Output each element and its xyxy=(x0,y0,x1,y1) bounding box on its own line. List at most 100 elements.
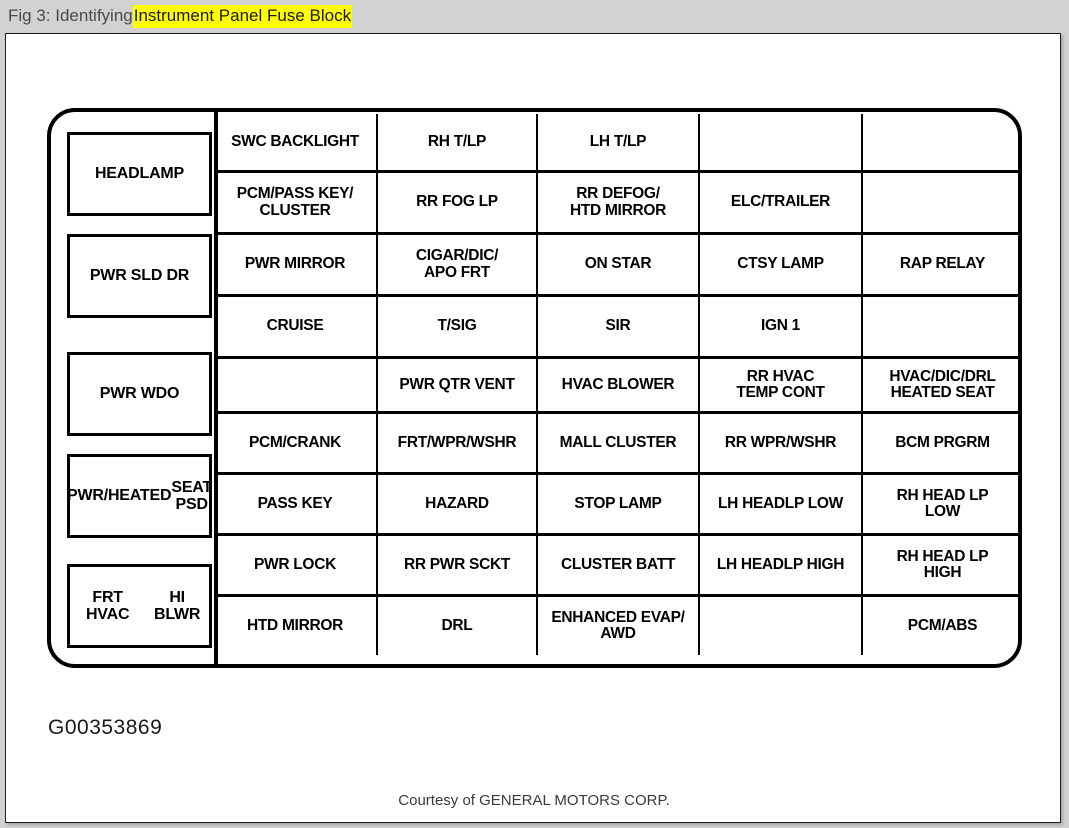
fuse-cell-text: RAP RELAY xyxy=(899,255,986,273)
fuse-cell-line: HEATED SEAT xyxy=(890,384,995,401)
fuse-cell: PCM/ABS xyxy=(861,594,1022,655)
fuse-cell: BCM PRGRM xyxy=(861,411,1022,472)
fuse-cell-line: CRUISE xyxy=(266,317,324,335)
fuse-cell-text: PCM/PASS KEY/CLUSTER xyxy=(236,185,354,219)
fuse-cell-line: HTD MIRROR xyxy=(569,201,667,219)
fuse-cell-line: RR DEFOG/ xyxy=(576,185,660,203)
fuse-cell-line: PCM/PASS KEY/ xyxy=(236,185,354,203)
fuse-cell-text: RR PWR SCKT xyxy=(404,556,510,573)
fuse-cell: MALL CLUSTER xyxy=(536,411,698,472)
relay-label-line: FRT HVAC xyxy=(85,588,130,623)
fuse-cell-text: SWC BACKLIGHT xyxy=(231,133,359,150)
fuse-cell-empty xyxy=(698,114,861,170)
fuse-cell-line: FRT/WPR/WSHR xyxy=(397,433,517,451)
fuse-cell-text: ON STAR xyxy=(584,255,652,273)
fuse-cell: RH T/LP xyxy=(376,114,536,170)
fuse-cell-text: STOP LAMP xyxy=(574,494,662,512)
fuse-cell-text: T/SIG xyxy=(437,317,477,335)
fuse-cell-line: CLUSTER xyxy=(259,201,331,219)
fuse-cell-text: PWR MIRROR xyxy=(245,255,346,272)
fuse-cell: PASS KEY xyxy=(214,472,376,533)
fuse-cell: T/SIG xyxy=(376,294,536,356)
fuse-cell-text: FRT/WPR/WSHR xyxy=(397,433,517,451)
fuse-cell-line: ON STAR xyxy=(584,255,652,273)
fuse-cell-line: RR HVAC xyxy=(746,367,815,385)
fuse-cell-line: CLUSTER BATT xyxy=(560,555,676,573)
fuse-cell: HAZARD xyxy=(376,472,536,533)
fuse-cell-line: HVAC/DIC/DRL xyxy=(889,367,996,385)
fuse-cell-text: CLUSTER BATT xyxy=(560,555,676,573)
relay-grid-divider xyxy=(214,108,218,668)
relay-label-line: HI BLWR xyxy=(153,588,201,623)
fuse-cell-line: CTSY LAMP xyxy=(737,255,824,273)
fuse-cell-line: STOP LAMP xyxy=(574,494,662,512)
fuse-cell-line: AWD xyxy=(600,625,636,642)
fuse-cell-line: RR WPR/WSHR xyxy=(724,433,837,451)
fuse-cell-text: PWR QTR VENT xyxy=(399,376,515,393)
fuse-cell: CTSY LAMP xyxy=(698,232,861,294)
fuse-cell: SIR xyxy=(536,294,698,356)
fuse-cell-line: APO FRT xyxy=(424,263,490,281)
fuse-cell: RR FOG LP xyxy=(376,170,536,232)
fuse-cell-text: PCM/ABS xyxy=(908,617,978,634)
fuse-cell-line: TEMP CONT xyxy=(736,384,825,401)
fuse-cell-line: PCM/CRANK xyxy=(248,433,342,451)
figure-id-label: G00353869 xyxy=(48,716,163,739)
fuse-cell-line: RH HEAD LP xyxy=(896,486,989,504)
fuse-cell: CLUSTER BATT xyxy=(536,533,698,594)
fuse-cell-line: RR FOG LP xyxy=(416,193,498,211)
fuse-cell-empty xyxy=(861,114,1022,170)
fuse-cell-text: SIR xyxy=(606,317,631,334)
relay-label-line: PWR SLD DR xyxy=(89,267,190,285)
fuse-cell-line: CIGAR/DIC/ xyxy=(415,247,499,265)
fuse-cell: HVAC BLOWER xyxy=(536,356,698,411)
fuse-cell: RR WPR/WSHR xyxy=(698,411,861,472)
fuse-cell-line: RH HEAD LP xyxy=(896,547,989,565)
fuse-cell-line: HTD MIRROR xyxy=(246,616,344,634)
fuse-cell-line: BCM PRGRM xyxy=(895,433,990,451)
fuse-cell-text: PWR LOCK xyxy=(254,555,336,573)
fuse-cell-line: LOW xyxy=(924,503,961,520)
fuse-cell-text: ELC/TRAILER xyxy=(730,193,831,211)
fuse-cell-line: MALL CLUSTER xyxy=(559,433,677,451)
fuse-cell-text: CIGAR/DIC/APO FRT xyxy=(415,247,499,281)
fuse-cell-line: LH HEADLP LOW xyxy=(718,494,843,512)
fuse-cell-line: PWR LOCK xyxy=(254,555,336,573)
fuse-cell-line: LH HEADLP HIGH xyxy=(716,555,845,573)
fuse-cell-text: CTSY LAMP xyxy=(737,255,824,273)
fuse-cell: ON STAR xyxy=(536,232,698,294)
relay-box: PWR SLD DR xyxy=(67,234,212,318)
fuse-cell: IGN 1 xyxy=(698,294,861,356)
fuse-cell: PWR QTR VENT xyxy=(376,356,536,411)
fuse-cell-line: DRL xyxy=(441,616,473,634)
fuse-cell: PCM/CRANK xyxy=(214,411,376,472)
fuse-cell: STOP LAMP xyxy=(536,472,698,533)
fuse-cell: ENHANCED EVAP/AWD xyxy=(536,594,698,655)
fuse-cell: CRUISE xyxy=(214,294,376,356)
fuse-cell-empty xyxy=(698,594,861,655)
fuse-cell: PWR MIRROR xyxy=(214,232,376,294)
fuse-cell-text: RR DEFOG/HTD MIRROR xyxy=(569,185,667,219)
fuse-cell-line: HAZARD xyxy=(425,494,489,512)
fuse-cell-text: PASS KEY xyxy=(258,495,333,512)
fuse-cell: RAP RELAY xyxy=(861,232,1022,294)
fuse-cell-text: HTD MIRROR xyxy=(246,616,344,634)
fuse-cell-line: ELC/TRAILER xyxy=(730,193,831,211)
fuse-cell: RR DEFOG/HTD MIRROR xyxy=(536,170,698,232)
caption-prefix: Fig 3: Identifying xyxy=(8,6,133,25)
fuse-cell: HTD MIRROR xyxy=(214,594,376,655)
fuse-cell-line: T/SIG xyxy=(437,317,477,335)
fuse-cell-line: RAP RELAY xyxy=(899,255,986,273)
relay-box: FRT HVAC HI BLWR xyxy=(67,564,212,648)
